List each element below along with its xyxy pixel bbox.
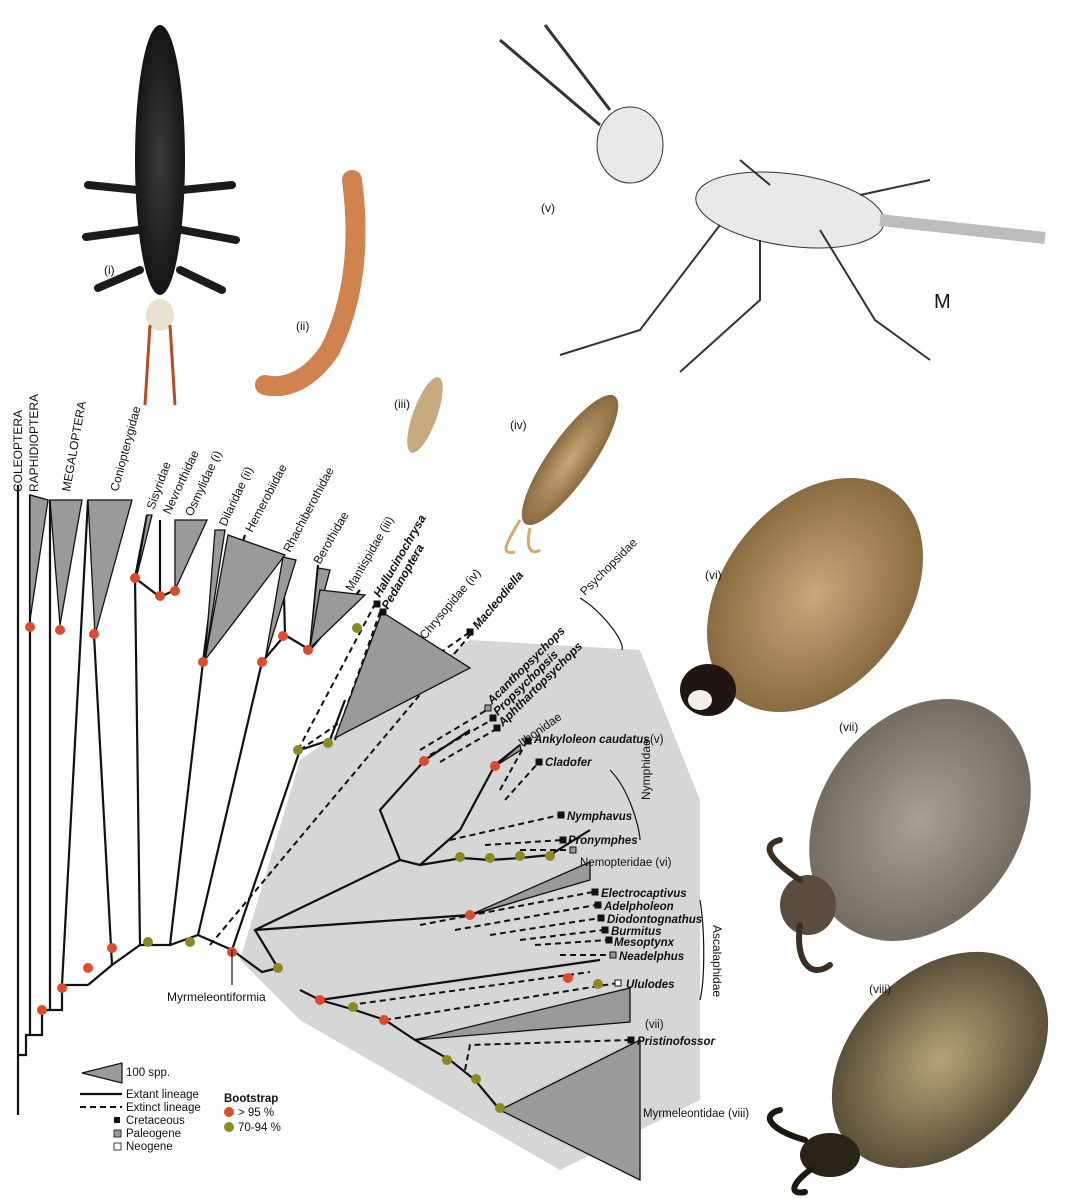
- photo-label-iii: (iii): [394, 397, 410, 411]
- legend-high-dot: [224, 1107, 234, 1117]
- photo-label-vii: (vii): [839, 720, 858, 734]
- taxon-coniopterygidae: Coniopterygidae: [107, 404, 143, 492]
- taxon-pristinofossor: Pristinofossor: [637, 1036, 715, 1048]
- taxon-diodontognathus: Diodontognathus: [607, 914, 702, 926]
- legend-mid-dot: [224, 1122, 234, 1132]
- taxon-ululodes: Ululodes: [626, 979, 675, 991]
- legend-neogene-swatch: [114, 1143, 121, 1150]
- legend-extant: Extant lineage: [126, 1089, 199, 1101]
- taxon-vii: (vii): [645, 1019, 664, 1031]
- taxon-cladofer: Cladofer: [545, 757, 592, 769]
- legend-paleogene: Paleogene: [126, 1128, 181, 1140]
- legend-triangle-swatch: [82, 1063, 122, 1083]
- specimen-iii-mantispidae-larva: [400, 373, 450, 456]
- taxon-nemopteridae: Nemopteridae (vi): [580, 857, 672, 869]
- legend-neogene: Neogene: [126, 1141, 173, 1153]
- legend-extinct: Extinct lineage: [126, 1102, 201, 1114]
- legend-paleogene-swatch: [114, 1130, 121, 1137]
- taxon-mesoptynx: Mesoptynx: [614, 937, 675, 949]
- taxon-ascalaphidae: Ascalaphidae: [710, 925, 724, 997]
- photo-label-i: (i): [104, 263, 115, 277]
- taxon-nymphidae: Nymphidae: [639, 739, 653, 800]
- legend-mid: 70-94 %: [238, 1122, 281, 1134]
- legend-spp: 100 spp.: [126, 1067, 170, 1079]
- taxon-ankyloleon: Ankyloleon caudatus: [533, 734, 650, 746]
- legend-cretaceous: Cretaceous: [126, 1115, 185, 1127]
- taxon-electrocaptivus: Electrocaptivus: [601, 888, 687, 900]
- photo-label-vi: (vi): [705, 568, 722, 582]
- legend: 100 spp. Extant lineage Extinct lineage …: [80, 1063, 281, 1153]
- taxon-myrmeleontidae: Myrmeleontidae (viii): [643, 1108, 749, 1120]
- specimen-i-osmylidae-larva: [86, 25, 236, 405]
- taxon-adelpholeon: Adelpholeon: [603, 901, 674, 913]
- legend-bootstrap-title: Bootstrap: [224, 1093, 278, 1105]
- taxon-myrmeleontiformia: Myrmeleontiformia: [167, 990, 266, 1004]
- photo-label-viii: (viii): [869, 982, 891, 996]
- specimen-v-ankyloleon-drawing: [500, 25, 1045, 372]
- illustrator-monogram: M: [934, 291, 951, 313]
- taxon-pronymphes: Pronymphes: [568, 835, 638, 847]
- taxon-psychopsidae: Psychopsidae: [577, 535, 640, 598]
- specimen-viii-myrmeleontidae-larva: [770, 909, 1067, 1199]
- taxon-coleoptera: COLEOPTERA: [11, 410, 25, 492]
- taxon-berothidae: Berothidae: [310, 509, 351, 567]
- taxon-megaloptera: MEGALOPTERA: [59, 400, 89, 492]
- taxon-neadelphus: Neadelphus: [619, 951, 684, 963]
- legend-high: > 95 %: [238, 1107, 274, 1119]
- taxon-nymphavus: Nymphavus: [567, 811, 632, 823]
- taxon-raphidioptera: RAPHIDIOPTERA: [27, 394, 41, 492]
- photo-label-ii: (ii): [296, 319, 309, 333]
- specimen-ii-dilaridae-larva: [265, 180, 356, 386]
- legend-cretaceous-swatch: [114, 1117, 120, 1123]
- photo-label-v: (v): [541, 201, 555, 215]
- photo-label-iv: (iv): [510, 418, 527, 432]
- specimen-iv-chrysopidae-larva: [506, 383, 633, 552]
